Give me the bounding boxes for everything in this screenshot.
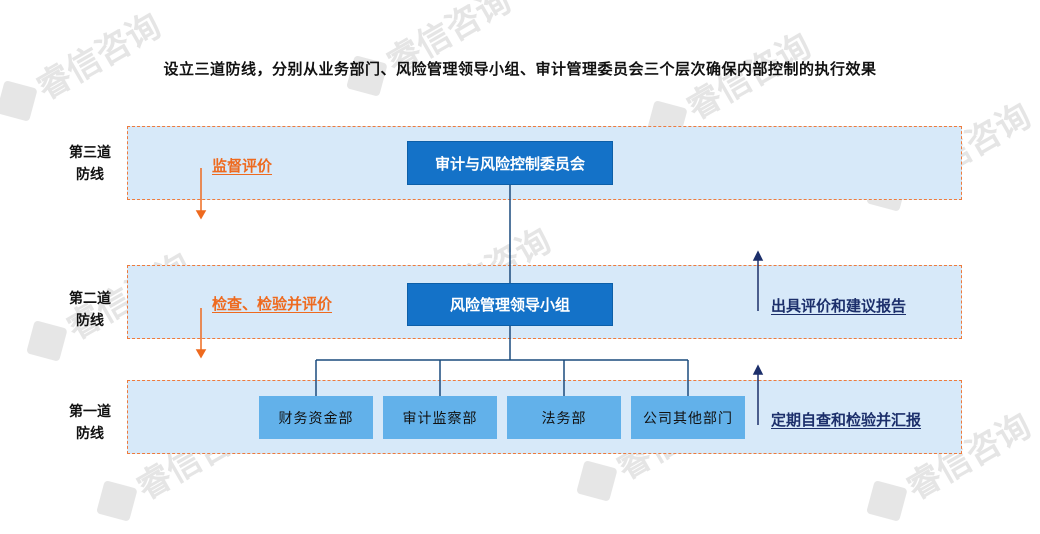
row-label-first: 第一道 防线 bbox=[58, 401, 122, 445]
arrow-up-selfcheck-head-icon bbox=[752, 364, 764, 375]
row-label-third: 第三道 防线 bbox=[58, 142, 122, 186]
band-second-line bbox=[127, 265, 962, 339]
row-label-line1: 第二道 bbox=[69, 291, 111, 307]
row-label-line1: 第一道 bbox=[69, 404, 111, 420]
node-dept-other: 公司其他部门 bbox=[631, 396, 745, 439]
label-inspect-evaluate: 检查、检验并评价 bbox=[212, 295, 333, 313]
node-dept-audit-supervision: 审计监察部 bbox=[383, 396, 497, 439]
label-self-check-report: 定期自查和检验并汇报 bbox=[771, 411, 922, 429]
node-dept-finance: 财务资金部 bbox=[259, 396, 373, 439]
node-audit-risk-committee: 审计与风险控制委员会 bbox=[407, 141, 613, 185]
node-risk-leading-group: 风险管理领导小组 bbox=[407, 283, 613, 326]
arrow-down-inspect-head-icon bbox=[195, 349, 207, 359]
label-supervise-evaluate: 监督评价 bbox=[212, 157, 273, 175]
arrow-down-supervise-head-icon bbox=[195, 210, 207, 220]
row-label-line2: 防线 bbox=[76, 167, 104, 183]
connector-lines bbox=[195, 168, 764, 425]
arrow-up-report-head-icon bbox=[752, 250, 764, 261]
label-report-advice: 出具评价和建议报告 bbox=[771, 297, 907, 315]
row-label-second: 第二道 防线 bbox=[58, 288, 122, 332]
diagram-title: 设立三道防线，分别从业务部门、风险管理领导小组、审计管理委员会三个层次确保内部控… bbox=[163, 60, 877, 78]
row-label-line2: 防线 bbox=[76, 426, 104, 442]
row-label-line2: 防线 bbox=[76, 313, 104, 329]
row-label-line1: 第三道 bbox=[69, 145, 111, 161]
node-dept-legal: 法务部 bbox=[507, 396, 621, 439]
